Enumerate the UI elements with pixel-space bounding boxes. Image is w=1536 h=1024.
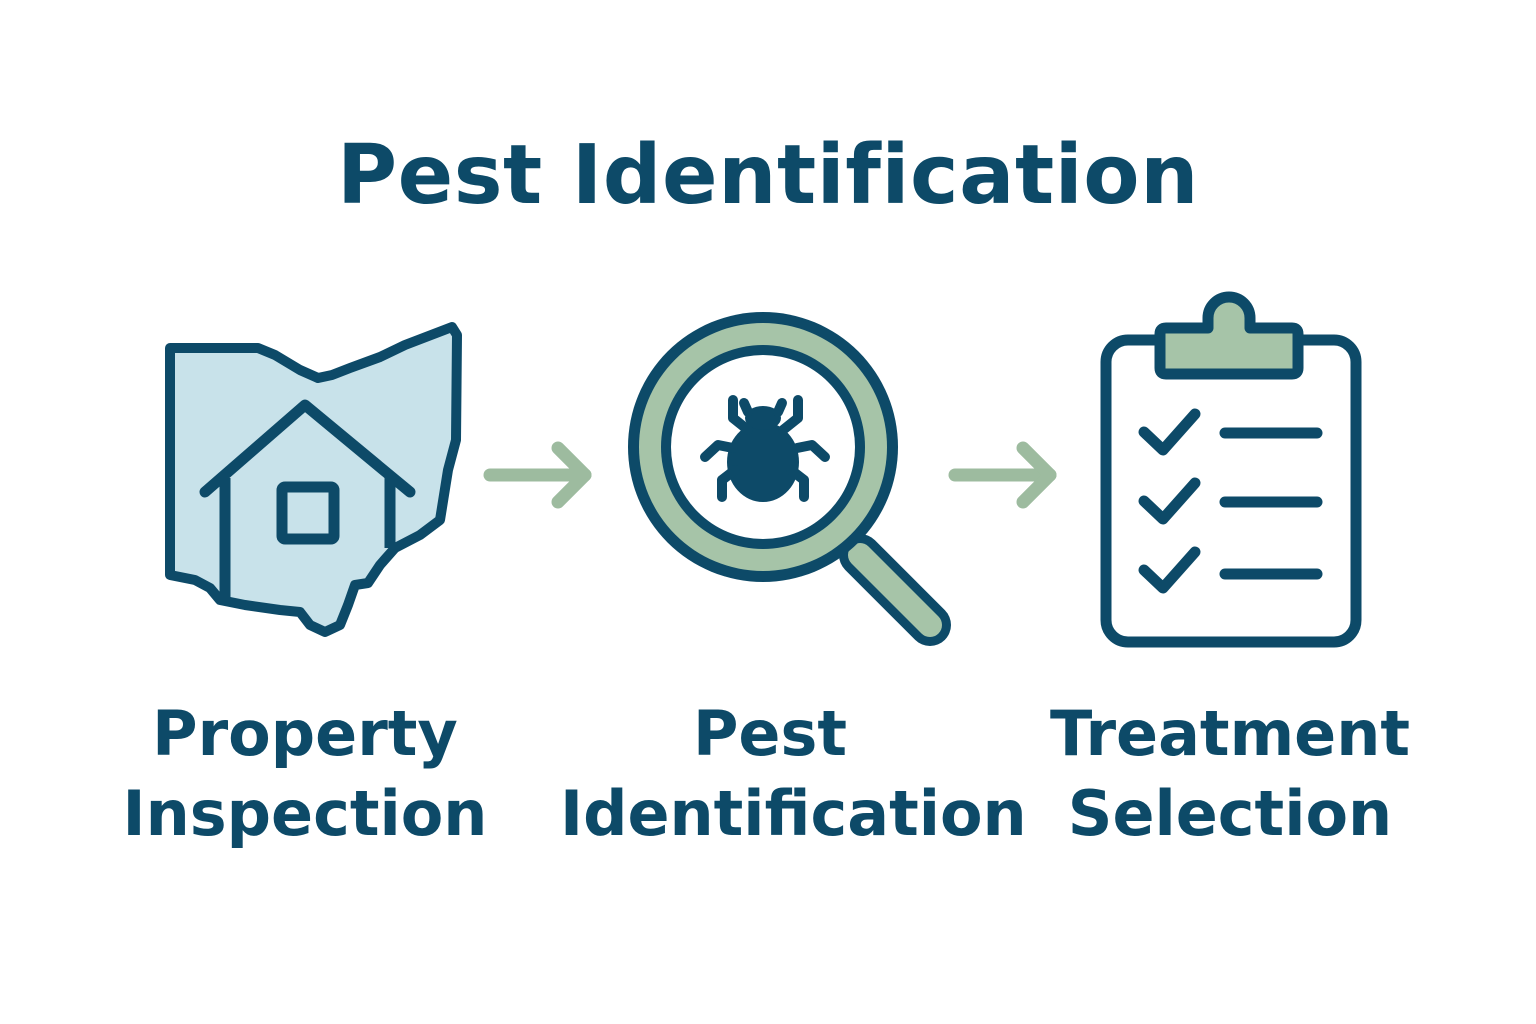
- label-line: Property: [152, 697, 458, 770]
- label-line: Pest: [692, 697, 848, 770]
- arrow-right-icon: [948, 441, 1057, 509]
- step-label-pest-identification: Pest Identification: [560, 694, 1027, 854]
- label-line: Inspection: [122, 777, 488, 850]
- bug-icon: [700, 395, 830, 502]
- page-title: Pest Identification: [336, 128, 1199, 223]
- label-line: Identification: [560, 777, 1027, 850]
- magnifier-bug-icon: [628, 312, 951, 646]
- label-line: Treatment: [1049, 697, 1410, 770]
- clipboard-checklist-icon: [1100, 291, 1362, 648]
- step-label-treatment-selection: Treatment Selection: [1030, 694, 1430, 854]
- ohio-house-icon: [165, 322, 462, 637]
- label-line: Selection: [1067, 777, 1393, 850]
- step-label-property-inspection: Property Inspection: [100, 694, 510, 854]
- arrow-right-icon: [483, 441, 592, 509]
